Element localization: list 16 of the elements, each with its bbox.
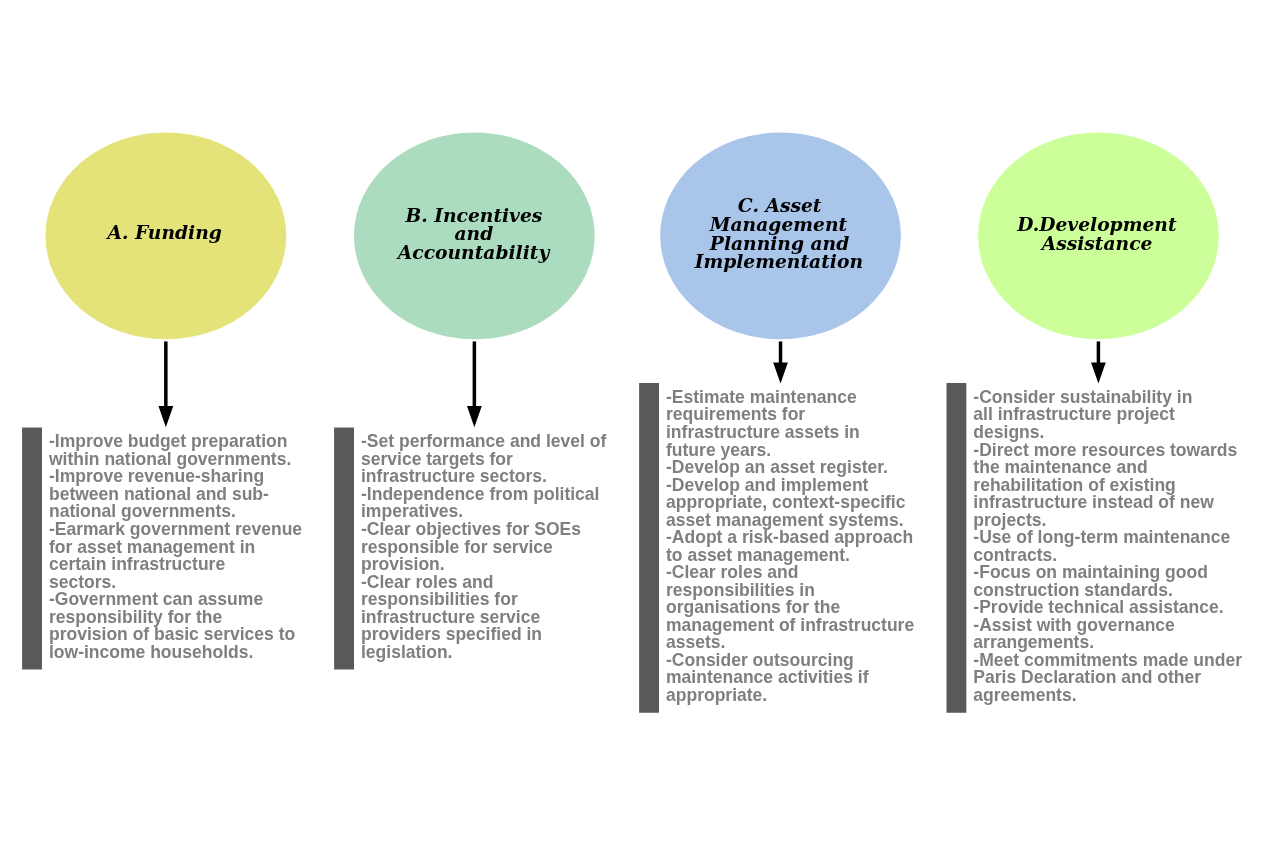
- node-box: [639, 382, 659, 713]
- node-label: -Assist with governance arrangements.: [973, 614, 1175, 652]
- node-label: -Government can assume responsibility for the provision of basic services to low-income households.: [48, 588, 296, 662]
- node-box: [334, 427, 354, 669]
- node-label: -Consider sustainability in all infrastructure project designs.: [973, 386, 1193, 442]
- node-label: -Independence from political imperatives.: [361, 483, 600, 521]
- arrow: [158, 340, 174, 427]
- node-label: -Improve budget preparation within national governments.: [48, 430, 292, 469]
- arrow: [466, 340, 482, 427]
- node-box: [22, 427, 42, 669]
- node-box: [946, 382, 967, 713]
- arrow: [773, 340, 788, 384]
- arrow: [1091, 340, 1106, 384]
- node-label: -Estimate maintenance requirements for infrastructure assets in future years.: [666, 386, 860, 460]
- node-label: -Set performance and level of service targets for infrastructure sectors.: [361, 430, 607, 486]
- node-label: -Consider outsourcing maintenance activities if appropriate.: [666, 649, 869, 705]
